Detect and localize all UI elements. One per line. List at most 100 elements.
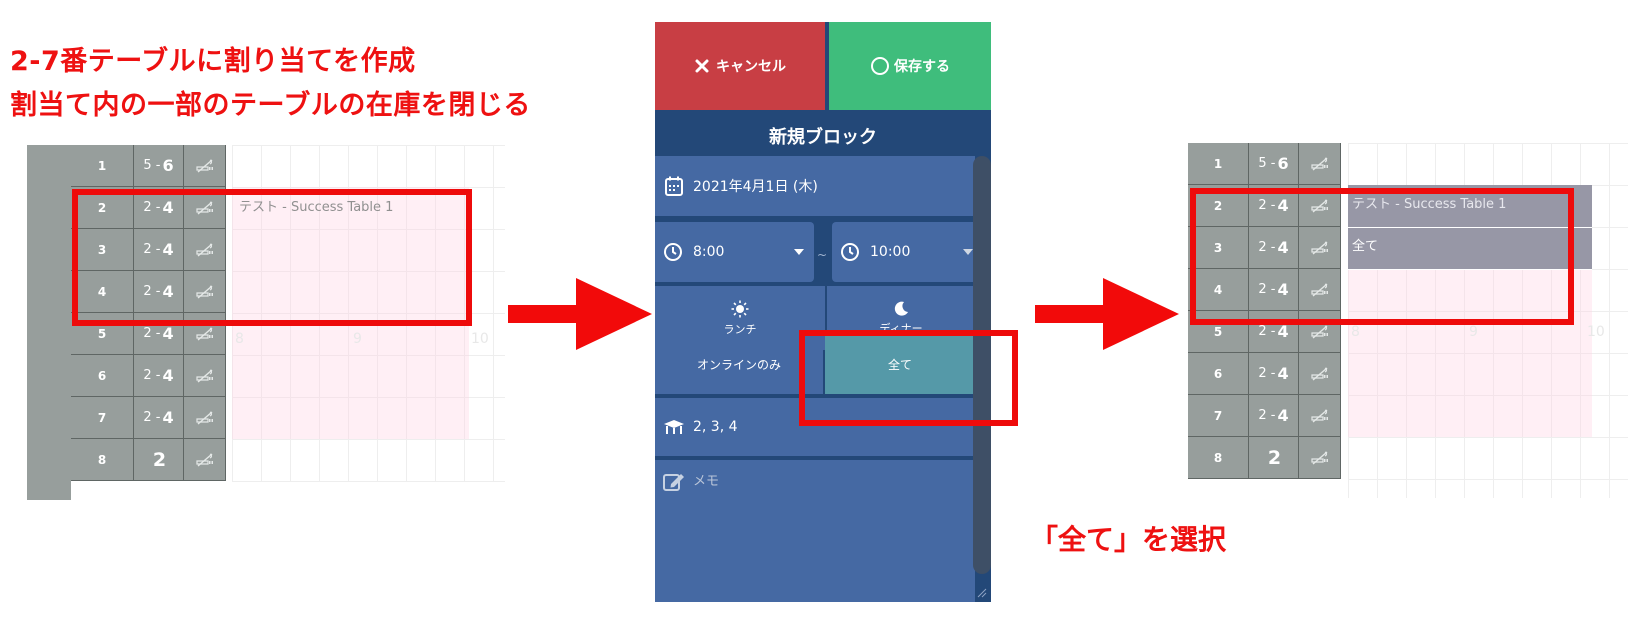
table-capacity: 2 -4 bbox=[1249, 311, 1299, 353]
end-time-select[interactable]: 10:00 bbox=[832, 222, 975, 282]
resize-grip-icon[interactable] bbox=[977, 588, 987, 598]
instruction-line-1: 2-7番テーブルに割り当てを作成 bbox=[10, 46, 416, 77]
capacity-min: 5 - bbox=[143, 158, 161, 173]
capacity-max: 2 bbox=[152, 448, 167, 471]
capacity-min: 2 - bbox=[143, 242, 161, 257]
panel-title: 新規ブロック bbox=[769, 127, 877, 148]
capacity-max: 4 bbox=[162, 324, 174, 343]
table-number: 4 bbox=[71, 271, 134, 313]
table-capacity: 5 -6 bbox=[1249, 143, 1299, 185]
scope-all-label: 全て bbox=[887, 357, 912, 372]
no-smoking-icon bbox=[1299, 437, 1341, 479]
arrow-right-icon bbox=[1035, 305, 1105, 323]
capacity-min: 2 - bbox=[1258, 408, 1276, 423]
capacity-min: 2 - bbox=[143, 368, 161, 383]
scope-online-label: オンラインのみ bbox=[696, 357, 781, 372]
start-time-value: 8:00 bbox=[693, 244, 725, 260]
capacity-min: 2 - bbox=[1258, 198, 1276, 213]
capacity-max: 4 bbox=[1277, 322, 1289, 341]
save-button[interactable]: 保存する bbox=[829, 22, 991, 110]
no-smoking-icon bbox=[184, 271, 226, 313]
scope-all-toggle[interactable]: 全て bbox=[825, 334, 975, 394]
memo-placeholder: メモ bbox=[693, 474, 720, 489]
tables-value: 2, 3, 4 bbox=[693, 419, 738, 435]
capacity-min: 5 - bbox=[1258, 156, 1276, 171]
no-smoking-icon bbox=[1299, 143, 1341, 185]
block-label[interactable]: テスト - Success Table 1 bbox=[239, 200, 394, 215]
chevron-down-icon bbox=[963, 249, 973, 255]
no-smoking-icon bbox=[1299, 353, 1341, 395]
capacity-max: 4 bbox=[1277, 364, 1289, 383]
scope-online-toggle[interactable]: オンラインのみ bbox=[655, 334, 823, 394]
capacity-min: 2 - bbox=[1258, 366, 1276, 381]
no-smoking-icon bbox=[184, 397, 226, 439]
table-capacity: 2 -4 bbox=[134, 229, 184, 271]
capacity-max: 4 bbox=[162, 366, 174, 385]
block-sublabel: 全て bbox=[1352, 239, 1379, 254]
capacity-min: 2 - bbox=[143, 326, 161, 341]
capacity-max: 4 bbox=[162, 282, 174, 301]
caption-select-all: 「全て」を選択 bbox=[1030, 523, 1227, 556]
capacity-min: 2 - bbox=[143, 410, 161, 425]
moon-icon bbox=[894, 301, 908, 316]
cancel-button[interactable]: キャンセル bbox=[655, 22, 825, 110]
table-row[interactable]: 1 5 -6 bbox=[71, 145, 226, 187]
hour-tick: 8 bbox=[235, 331, 244, 347]
start-time-select[interactable]: 8:00 bbox=[655, 222, 814, 282]
sun-icon bbox=[731, 300, 749, 317]
capacity-max: 6 bbox=[1277, 154, 1289, 173]
memo-textarea[interactable]: メモ bbox=[655, 460, 975, 602]
closed-block[interactable] bbox=[1348, 227, 1592, 270]
table-number: 1 bbox=[1188, 143, 1249, 185]
edit-icon bbox=[663, 474, 684, 491]
new-block-panel: キャンセル 保存する 新規ブロック 2021年4月1日 (木) 8:00 ~ 1… bbox=[655, 22, 991, 602]
block-label[interactable]: テスト - Success Table 1 bbox=[1352, 197, 1507, 212]
block-band bbox=[1348, 269, 1592, 437]
tables-field[interactable]: 2, 3, 4 bbox=[655, 398, 975, 456]
capacity-min: 2 - bbox=[143, 284, 161, 299]
no-smoking-icon bbox=[1299, 311, 1341, 353]
capacity-max: 4 bbox=[162, 198, 174, 217]
table-capacity: 2 -4 bbox=[134, 355, 184, 397]
table-number: 3 bbox=[71, 229, 134, 271]
capacity-max: 4 bbox=[1277, 406, 1289, 425]
meal-lunch-label: ランチ bbox=[723, 322, 757, 336]
selection-highlight bbox=[72, 189, 472, 326]
date-field[interactable]: 2021年4月1日 (木) bbox=[655, 156, 975, 216]
capacity-max: 6 bbox=[162, 156, 174, 175]
capacity-max: 4 bbox=[1277, 196, 1289, 215]
arrow-right-icon bbox=[508, 305, 578, 323]
capacity-max: 4 bbox=[162, 408, 174, 427]
hour-tick: 10 bbox=[1587, 324, 1605, 340]
table-number: 4 bbox=[1188, 269, 1249, 311]
table-capacity: 2 -4 bbox=[1249, 353, 1299, 395]
no-smoking-icon bbox=[184, 229, 226, 271]
capacity-max: 2 bbox=[1267, 446, 1282, 469]
no-smoking-icon bbox=[1299, 395, 1341, 437]
hour-tick: 9 bbox=[353, 331, 362, 347]
save-label: 保存する bbox=[894, 59, 950, 75]
no-smoking-icon bbox=[184, 355, 226, 397]
no-smoking-icon bbox=[184, 145, 226, 187]
clock-icon bbox=[664, 243, 682, 261]
panel-scrollbar[interactable] bbox=[973, 156, 991, 574]
hour-tick: 9 bbox=[1469, 324, 1478, 340]
block-band bbox=[232, 187, 469, 439]
range-separator: ~ bbox=[817, 248, 828, 262]
table-number: 1 bbox=[71, 145, 134, 187]
capacity-min: 2 - bbox=[1258, 282, 1276, 297]
calendar-icon bbox=[665, 176, 683, 196]
table-capacity: 2 -4 bbox=[134, 397, 184, 439]
